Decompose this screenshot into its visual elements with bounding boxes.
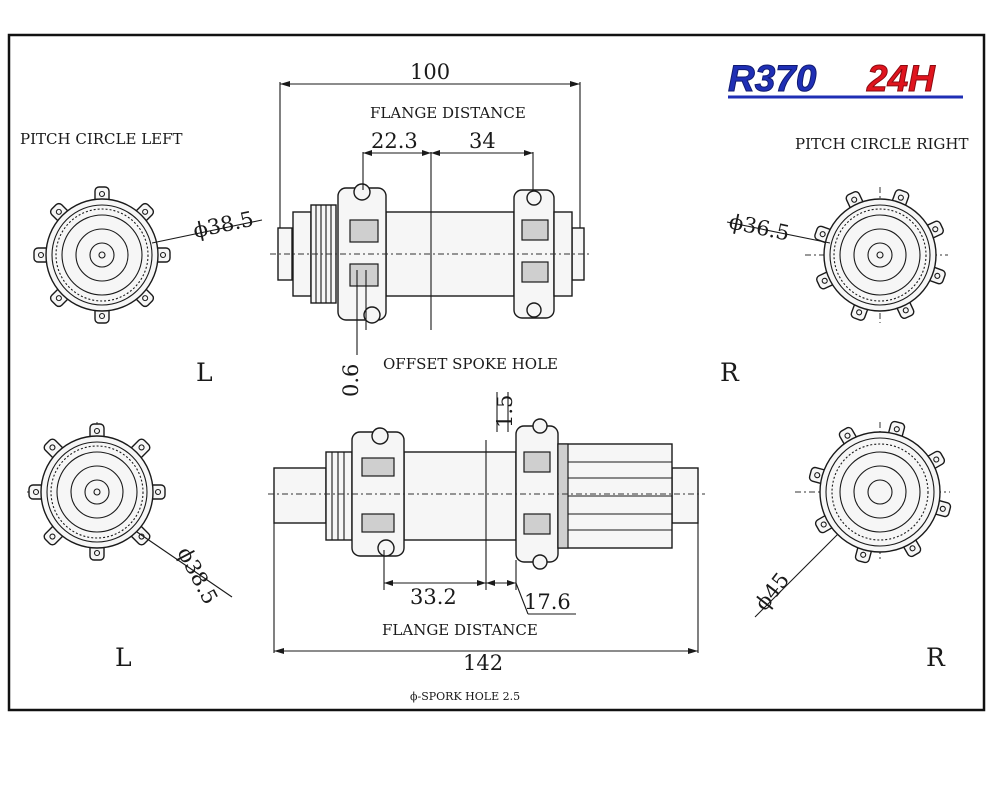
rear-dimensions: [273, 392, 699, 654]
front-left-flange-dist: 22.3: [371, 129, 418, 153]
rear-offset-value: 1.5: [493, 395, 517, 428]
front-side-left: L: [196, 358, 213, 387]
front-left-flange-view: [33, 186, 263, 324]
front-overall-width: 100: [410, 60, 450, 84]
rear-side-right: R: [926, 643, 946, 672]
model-title: R370: [728, 58, 817, 99]
front-side-right: R: [720, 358, 740, 387]
rear-overall-width: 142: [463, 651, 503, 675]
rear-right-flange-view: [754, 419, 953, 618]
flange-distance-top-label: FLANGE DISTANCE: [370, 104, 526, 122]
front-right-flange-view: [726, 187, 948, 323]
pitch-circle-right-label: PITCH CIRCLE RIGHT: [795, 135, 969, 153]
drawing-frame: [7, 33, 986, 712]
holes-title: 24H: [866, 58, 936, 99]
pitch-circle-left-label: PITCH CIRCLE LEFT: [20, 130, 183, 148]
front-hub-side-view: [270, 183, 590, 324]
front-right-flange-dist: 34: [469, 129, 496, 153]
spoke-hole-note: ϕ-SPORK HOLE 2.5: [410, 690, 520, 703]
front-offset-value: 0.6: [339, 364, 363, 397]
front-pcd-right: ϕ36.5: [727, 209, 792, 245]
rear-hub-side-view: [268, 418, 705, 570]
rear-right-flange-dist: 17.6: [524, 590, 571, 614]
front-dimensions: [279, 81, 581, 355]
rear-left-flange-dist: 33.2: [410, 585, 457, 609]
offset-spoke-hole-label: OFFSET SPOKE HOLE: [383, 355, 558, 373]
rear-side-left: L: [115, 643, 132, 672]
front-pcd-left: ϕ38.5: [191, 207, 256, 243]
rear-pcd-left: ϕ38.5: [173, 543, 223, 608]
rear-left-flange-view: [27, 422, 233, 598]
flange-distance-bottom-label: FLANGE DISTANCE: [382, 621, 538, 639]
rear-pcd-right: ϕ45: [750, 568, 794, 615]
title-logo: R370 24H: [728, 58, 963, 100]
